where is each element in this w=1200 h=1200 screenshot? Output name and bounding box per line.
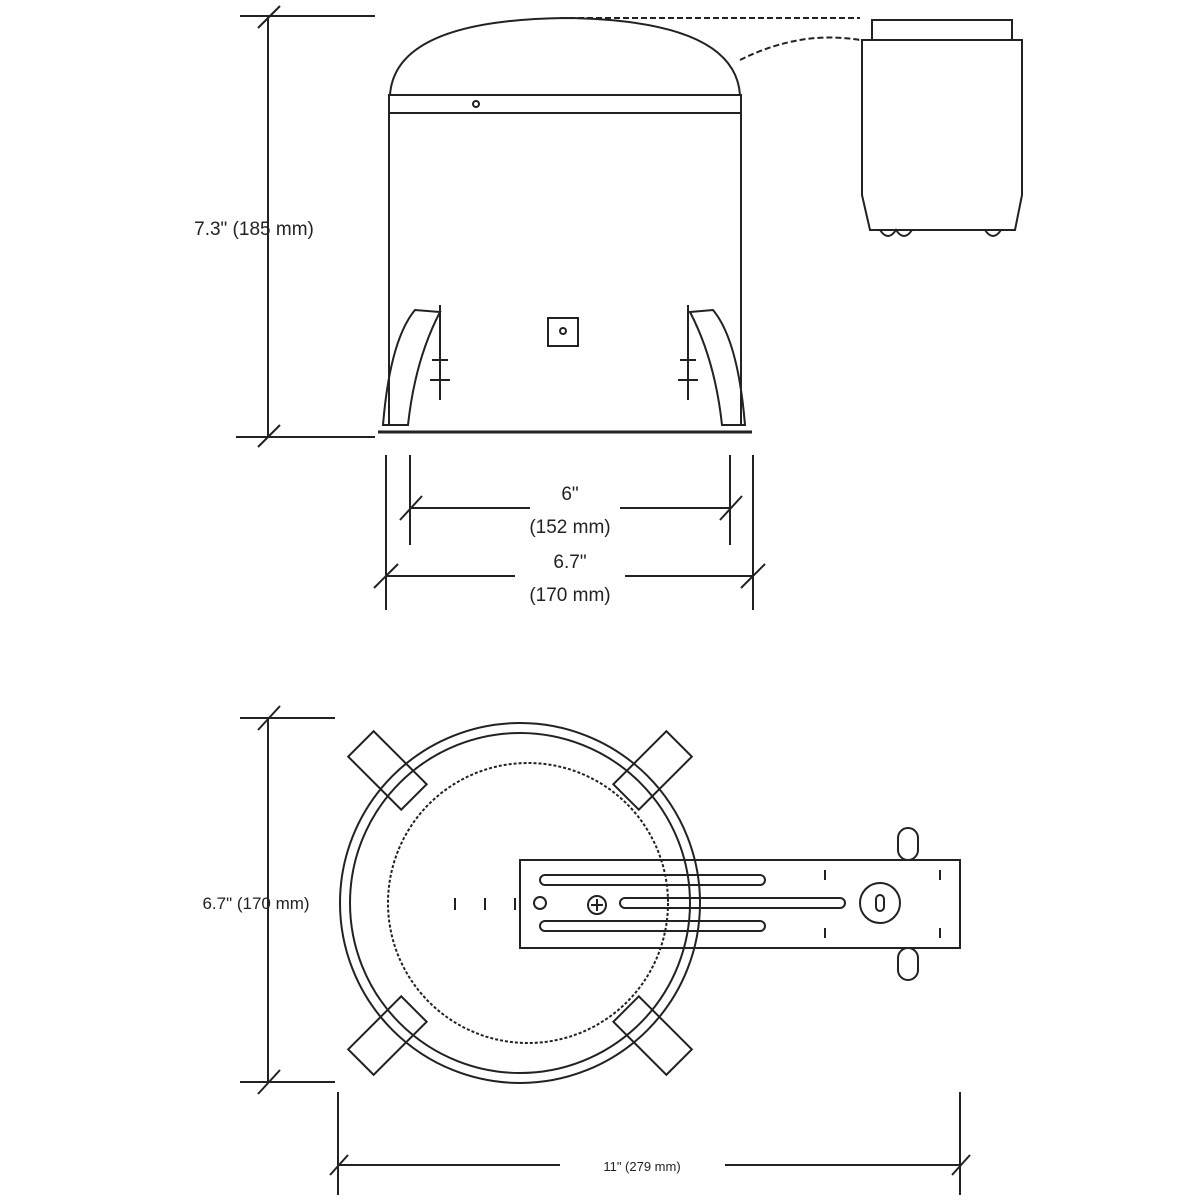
top-height-label: 6.7" (170 mm) bbox=[202, 894, 309, 913]
side-inner-width-metric: (152 mm) bbox=[529, 517, 610, 538]
side-view-housing bbox=[236, 5, 1023, 448]
side-outer-width-label: 6.7" bbox=[553, 552, 586, 573]
side-view-dimensions bbox=[373, 455, 766, 610]
top-view-dimensions bbox=[329, 1092, 971, 1195]
top-width-label: 11" (279 mm) bbox=[603, 1159, 680, 1174]
side-height-label: 7.3" (185 mm) bbox=[194, 219, 314, 240]
side-inner-width-label: 6" bbox=[561, 484, 578, 505]
side-outer-width-metric: (170 mm) bbox=[529, 585, 610, 606]
top-view-housing bbox=[240, 705, 961, 1095]
